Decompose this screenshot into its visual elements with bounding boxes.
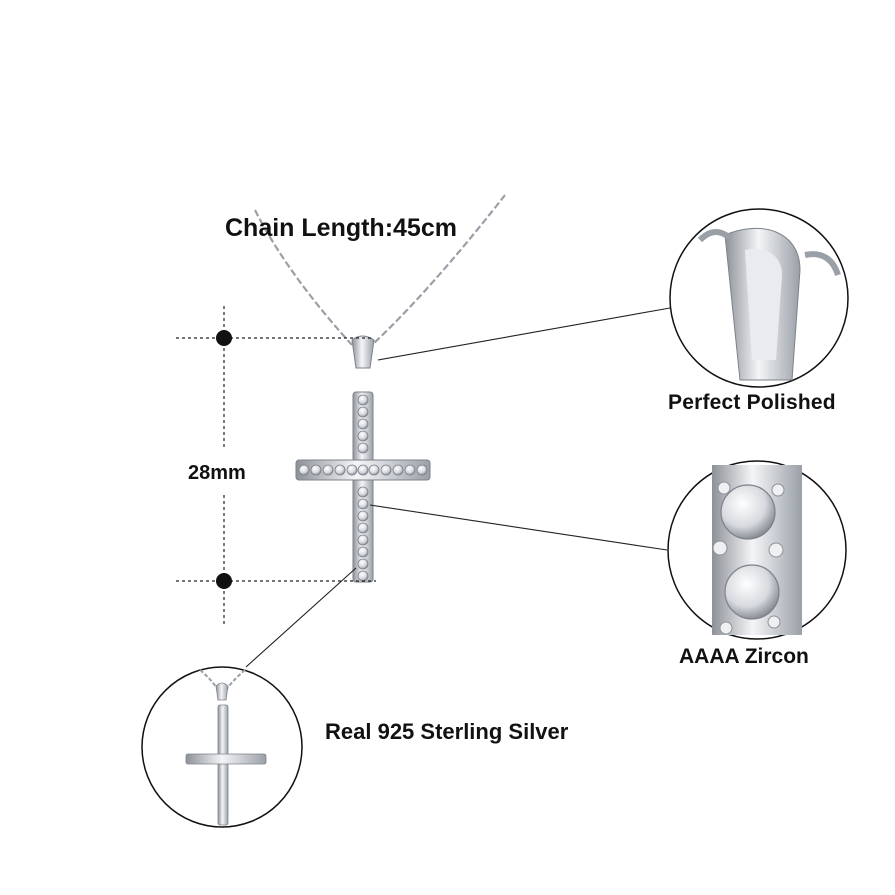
dimension-bottom-dot xyxy=(216,573,232,589)
polished-bail-closeup xyxy=(669,208,849,388)
stone-label: AAAA Zircon xyxy=(679,645,809,668)
pave-zircon-stones xyxy=(298,394,428,582)
callout-lines xyxy=(245,307,671,668)
necklace-chain xyxy=(254,194,506,346)
dimension-top-dot xyxy=(216,330,232,346)
zircon-closeup xyxy=(667,460,847,640)
finish-label: Perfect Polished xyxy=(668,391,836,414)
pendant-closeup xyxy=(141,666,303,828)
cross-pendant xyxy=(295,335,431,583)
chain-length-label: Chain Length:45cm xyxy=(225,214,457,242)
pendant-height-label: 28mm xyxy=(188,462,246,484)
material-label: Real 925 Sterling Silver xyxy=(325,719,569,744)
